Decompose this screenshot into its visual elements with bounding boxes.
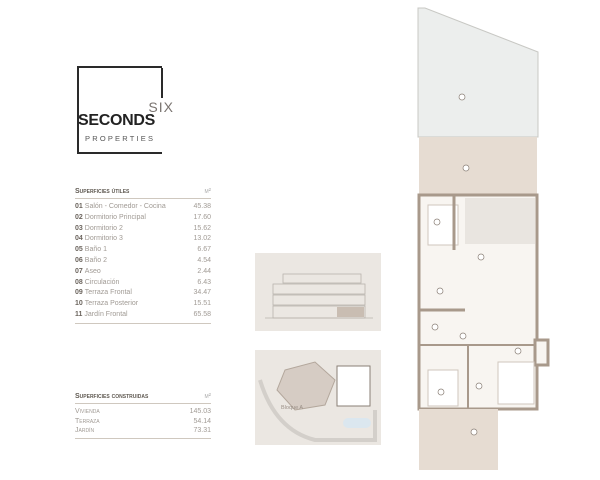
room-area: 15.51 [193, 300, 211, 308]
building-elevation-drawing [265, 273, 373, 319]
built-areas-table: Superficies construidas m² Vivienda 145.03… [75, 393, 211, 439]
room-area: 4.54 [197, 256, 211, 264]
room-name: Terraza Frontal [84, 289, 132, 297]
built-area: 73.31 [193, 427, 211, 434]
room-name: Dormitorio Principal [84, 213, 146, 221]
room-number: 01 [75, 203, 83, 210]
built-row: Jardín 73.31 [75, 426, 211, 436]
built-row: Vivienda 145.03 [75, 407, 211, 417]
room-area: 65.58 [193, 310, 211, 318]
built-areas-header: Superficies construidas m² [75, 393, 211, 404]
built-area: 54.14 [193, 417, 211, 425]
room-number: 06 [75, 256, 83, 264]
room-name: Dormitorio 2 [84, 224, 123, 232]
room-name: Circulación [84, 278, 120, 286]
site-plan-image: Bloque A [255, 350, 381, 445]
room-name: Baño 2 [84, 256, 107, 264]
room-name: Jardín Frontal [84, 310, 128, 318]
built-name: Vivienda [75, 408, 100, 415]
room-area: 34.47 [193, 289, 211, 297]
logo-six: SIX [148, 99, 174, 115]
room-area: 2.44 [197, 267, 211, 275]
rear-terrace-area [419, 409, 498, 470]
room-name: Aseo [84, 267, 101, 275]
room-name: Terraza Posterior [84, 300, 139, 308]
logo-properties: PROPERTIES [85, 134, 156, 143]
room-area: 13.02 [193, 235, 211, 243]
unit-label: m² [204, 393, 212, 400]
room-name: Salón - Comedor - Cocina [84, 203, 166, 210]
room-number: 03 [75, 224, 83, 232]
room-area: 17.60 [193, 213, 211, 221]
room-number: 04 [75, 235, 83, 243]
company-logo: SIX SECONDS PROPERTIES [77, 66, 173, 154]
useful-areas-header: Superficies útiles m² [75, 188, 211, 199]
room-number: 08 [75, 278, 83, 286]
room-name: Dormitorio 3 [84, 235, 123, 243]
room-area: 15.62 [193, 224, 211, 232]
room-number: 09 [75, 289, 83, 297]
room-number: 02 [75, 213, 83, 221]
built-areas-title: Superficies construidas [75, 393, 149, 400]
front-garden-area [417, 7, 539, 138]
room-number: 07 [75, 267, 83, 275]
room-area: 6.43 [197, 278, 211, 286]
site-plan-drawing [258, 361, 377, 442]
room-number: 05 [75, 246, 83, 254]
front-terrace-area [419, 137, 537, 195]
room-area: 45.38 [193, 203, 211, 210]
block-label: Bloque A [281, 405, 304, 411]
logo-seconds: SECONDS [78, 112, 156, 129]
built-name: Terraza [75, 417, 100, 425]
apartment-floor-plan [417, 7, 550, 470]
room-number-markers [431, 93, 522, 436]
room-area: 6.67 [197, 246, 211, 254]
room-name: Baño 1 [84, 246, 107, 254]
built-area: 145.03 [189, 408, 211, 415]
built-name: Jardín [75, 427, 95, 434]
unit-label: m² [204, 188, 212, 195]
room-number: 11 [75, 310, 83, 318]
room-number: 10 [75, 300, 83, 308]
building-elevation-image [255, 253, 381, 331]
useful-areas-title: Superficies útiles [75, 188, 130, 195]
built-row: Terraza 54.14 [75, 417, 211, 427]
